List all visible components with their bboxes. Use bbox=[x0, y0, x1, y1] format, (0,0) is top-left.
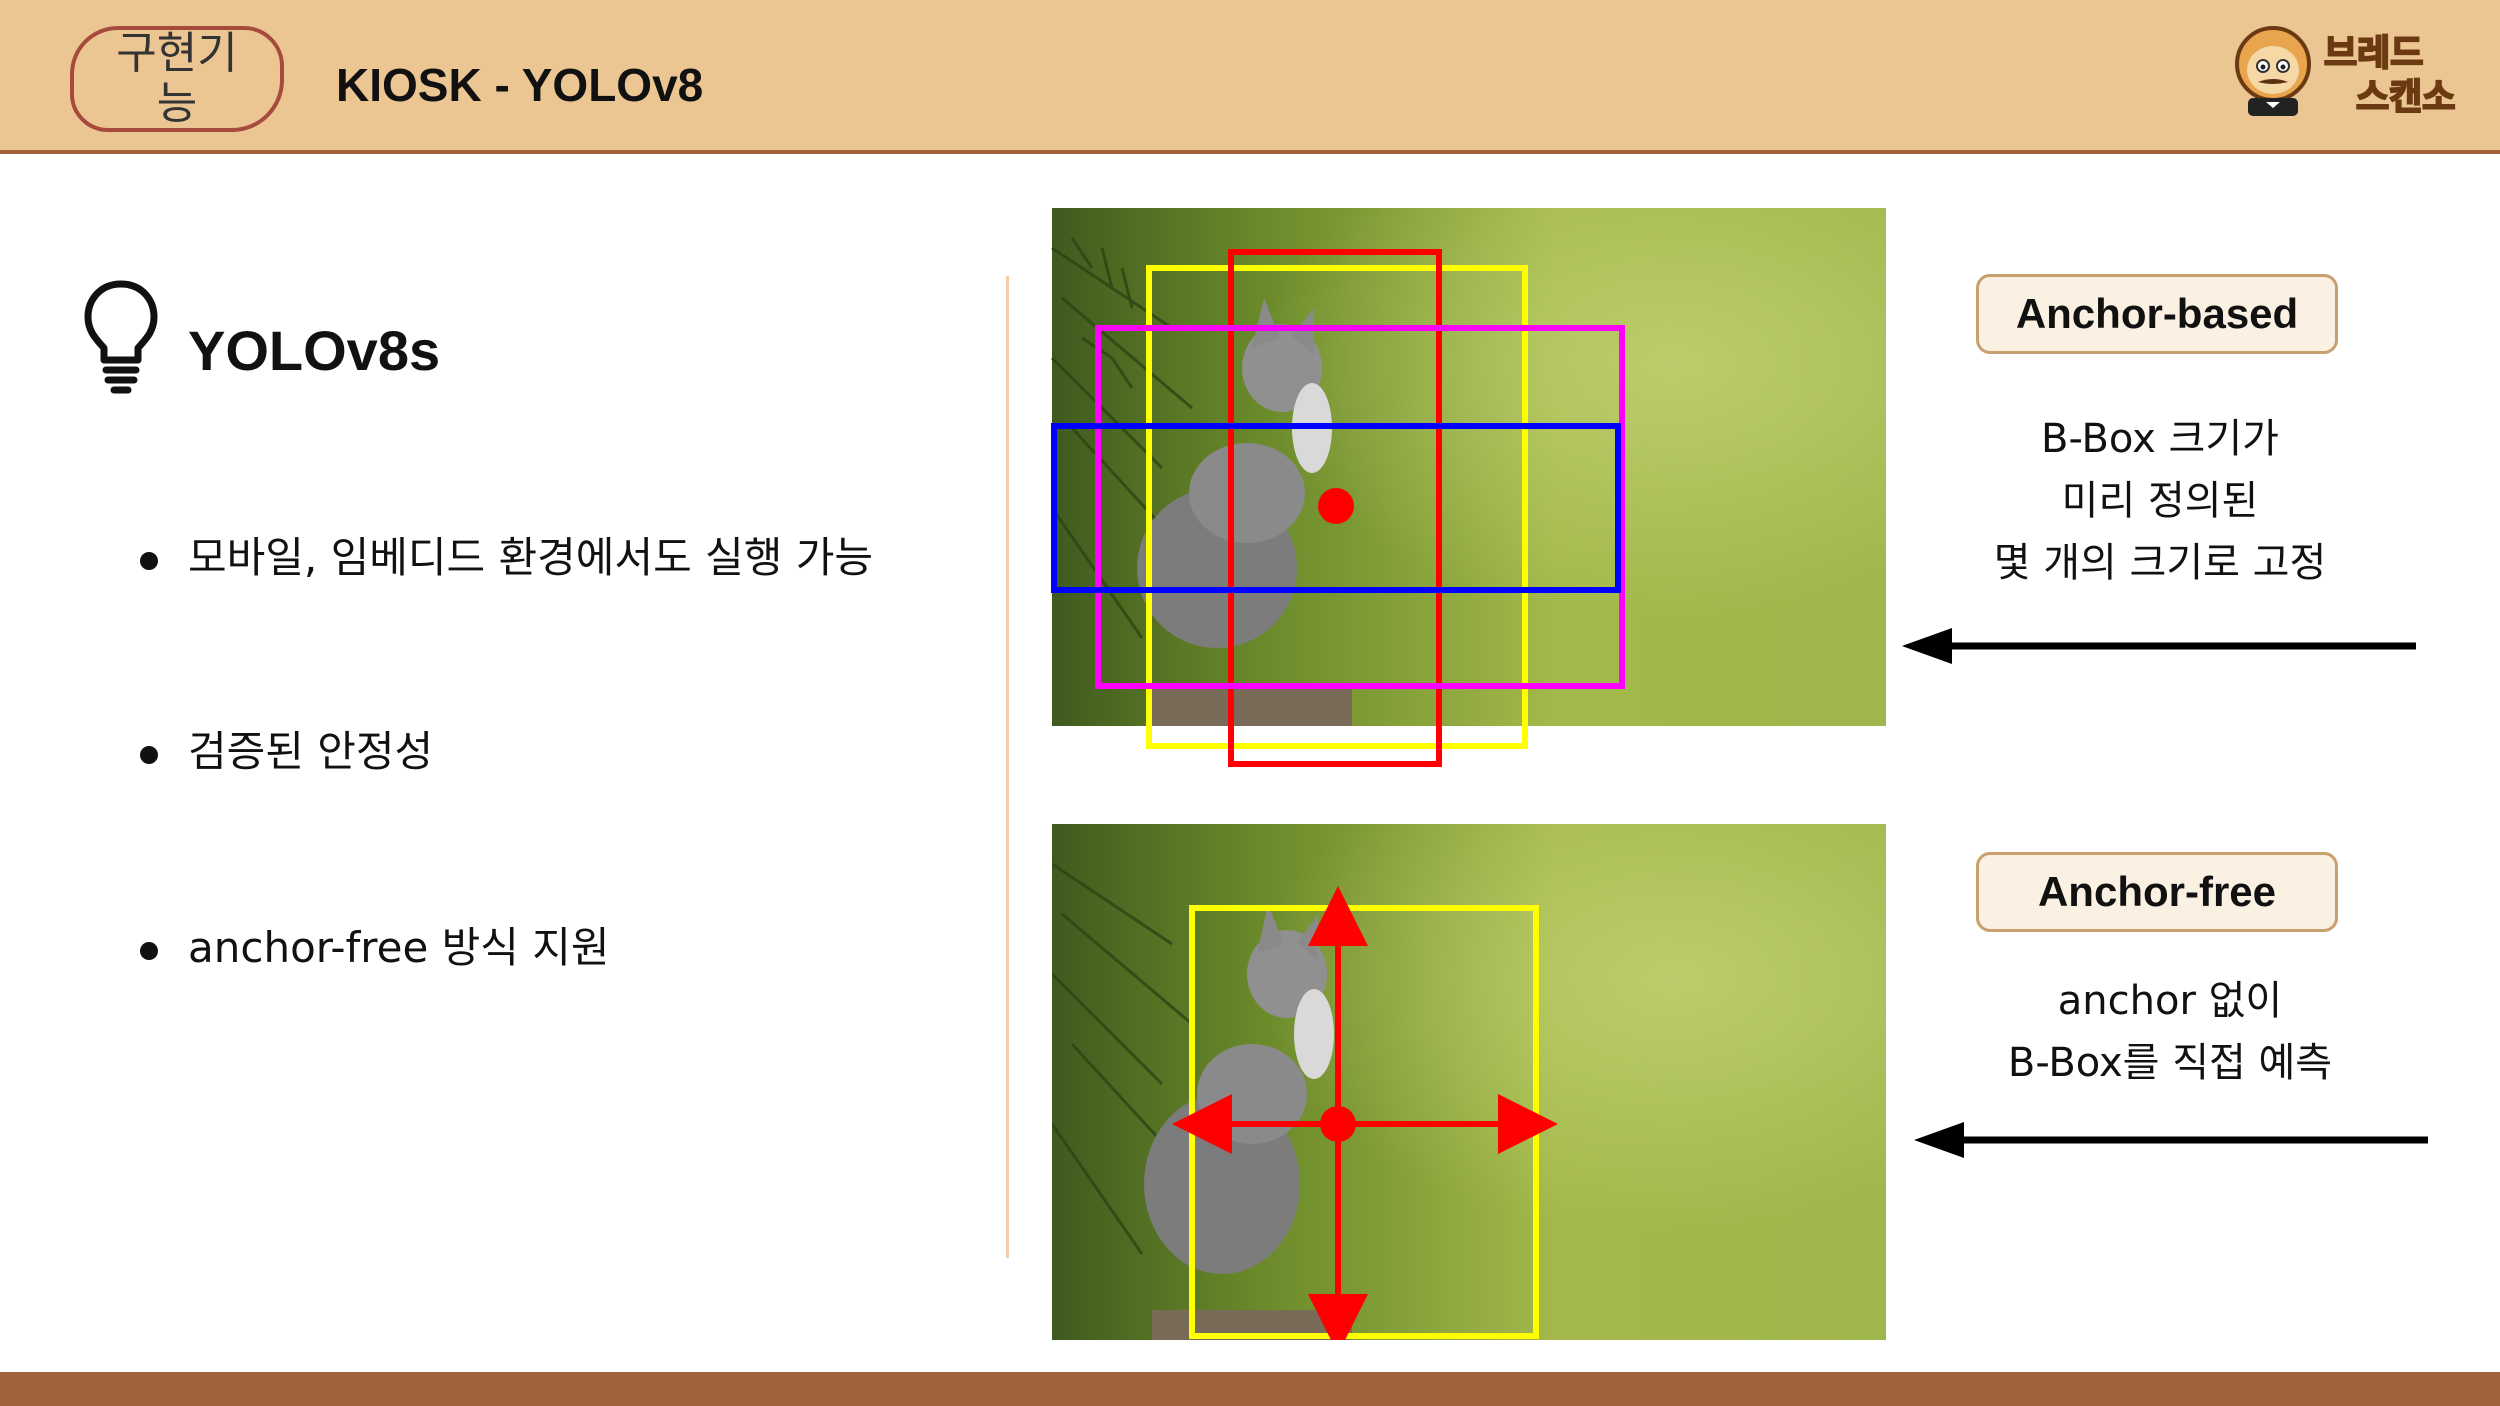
description-line: 몇 개의 크기로 고정 bbox=[1993, 540, 2327, 586]
anchor-free-label: Anchor-free bbox=[1976, 852, 2338, 932]
description-line: anchor 없이 bbox=[2057, 978, 2283, 1024]
anchor-box-magenta bbox=[1095, 325, 1625, 689]
description-line: B-Box를 직접 예측 bbox=[2007, 1040, 2333, 1086]
anchor-based-label: Anchor-based bbox=[1976, 274, 2338, 354]
description-line: B-Box 크기가 bbox=[2041, 416, 2279, 462]
pine-branches bbox=[1052, 862, 1193, 1255]
bread-mascot-icon bbox=[2235, 26, 2311, 116]
bullet-dot bbox=[140, 941, 158, 960]
section-title: YOLOv8s bbox=[188, 319, 441, 382]
logo-line-2: 스캔소 bbox=[2355, 76, 2456, 119]
header-bar: 구현기능 KIOSK - YOLOv8 브레드 스캔소 bbox=[0, 0, 2500, 154]
bullet-item: 검증된 안정성 bbox=[140, 718, 433, 779]
brand-logo: 브레드 스캔소 bbox=[2228, 20, 2468, 130]
section-tag-label: 구현기능 bbox=[116, 28, 238, 129]
description-line: 미리 정의된 bbox=[2061, 478, 2259, 524]
logo-line-1: 브레드 bbox=[2323, 32, 2424, 75]
center-point bbox=[1320, 1106, 1356, 1142]
bullet-item: anchor-free 방식 지원 bbox=[140, 914, 610, 975]
anchor-box-red bbox=[1228, 249, 1442, 767]
lightbulb-icon bbox=[84, 280, 158, 394]
pine-branches bbox=[1050, 237, 1193, 639]
bullet-dot bbox=[140, 551, 158, 570]
bullet-text: 모바일, 임베디드 환경에서도 실행 가능 bbox=[188, 533, 873, 582]
anchor-based-label-text: Anchor-based bbox=[2015, 290, 2299, 337]
anchor-free-label-text: Anchor-free bbox=[2037, 868, 2277, 915]
anchor-box-blue bbox=[1051, 423, 1621, 593]
anchor-free-image bbox=[1052, 824, 1886, 1340]
footer-bar bbox=[0, 1372, 2500, 1406]
arrow-left-icon bbox=[1902, 628, 2416, 664]
section-tag: 구현기능 bbox=[70, 26, 284, 132]
anchor-based-description: B-Box 크기가 미리 정의된 몇 개의 크기로 고정 bbox=[1940, 408, 2380, 594]
vertical-divider bbox=[1006, 276, 1009, 1258]
anchor-free-figure bbox=[1052, 824, 1886, 1340]
anchor-based-figure bbox=[1050, 208, 1886, 767]
anchor-based-image bbox=[1050, 208, 1886, 767]
bullet-item: 모바일, 임베디드 환경에서도 실행 가능 bbox=[140, 524, 873, 585]
page-title: KIOSK - YOLOv8 bbox=[336, 59, 704, 111]
arrow-left-icon bbox=[1914, 1122, 2428, 1158]
bullet-text: anchor-free 방식 지원 bbox=[188, 923, 610, 972]
bullet-text: 검증된 안정성 bbox=[188, 727, 434, 776]
center-point bbox=[1318, 488, 1354, 524]
anchor-free-description: anchor 없이 B-Box를 직접 예측 bbox=[1940, 970, 2400, 1094]
anchor-box-yellow bbox=[1146, 265, 1528, 749]
bullet-dot bbox=[140, 745, 158, 764]
